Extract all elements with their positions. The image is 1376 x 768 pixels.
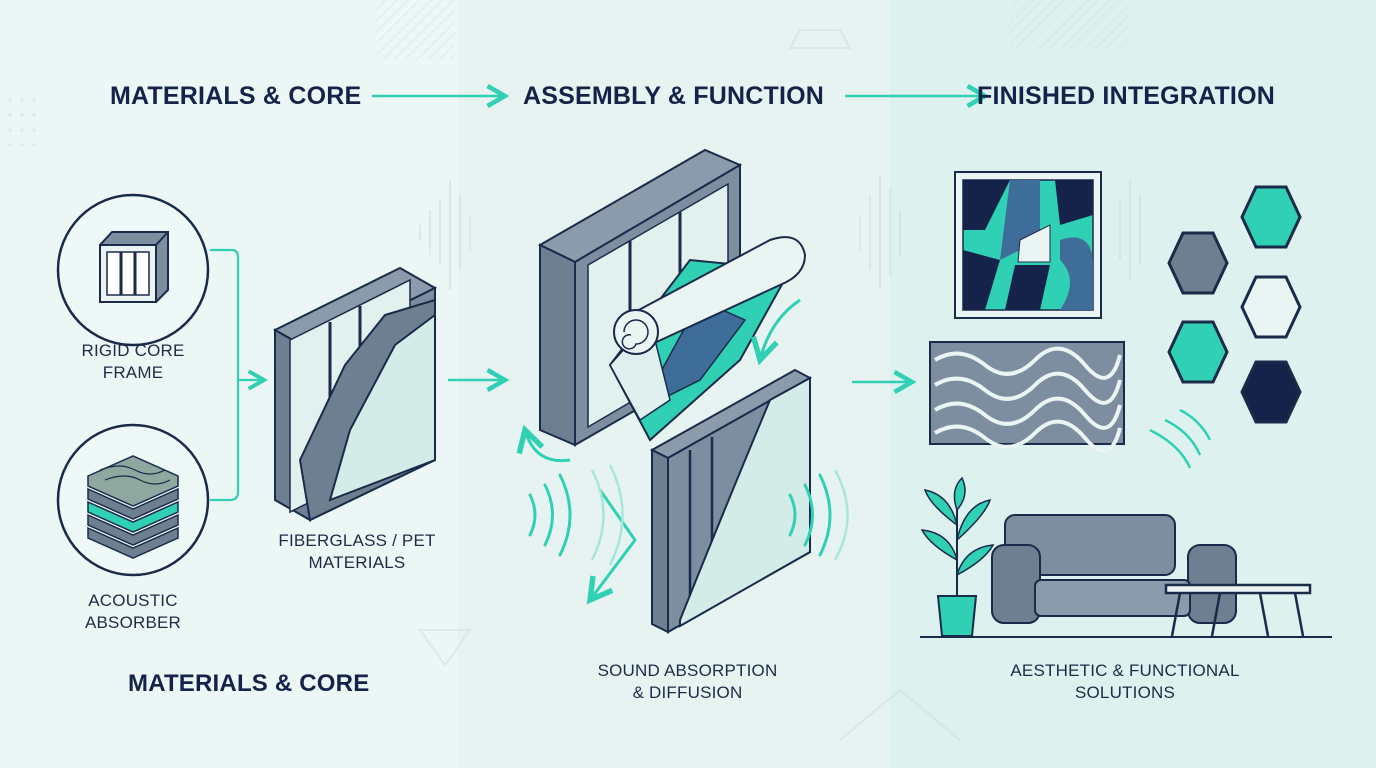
label-acoustic-absorber: ACOUSTIC ABSORBER: [84, 591, 182, 632]
heading-finished-integration: FINISHED INTEGRATION: [977, 82, 1275, 110]
hexagon-panel-icon: [1167, 185, 1302, 424]
fabric-roll-icon: [608, 236, 807, 442]
heading-assembly-function: ASSEMBLY & FUNCTION: [523, 82, 825, 110]
art-panel-icon: [954, 171, 1102, 319]
label-rigid-core-frame: RIGID CORE FRAME: [81, 341, 185, 382]
heading-materials-core: MATERIALS & CORE: [110, 82, 362, 110]
background-decoration: [8, 0, 1141, 741]
label-sound-absorption: SOUND ABSORPTION & DIFFUSION: [597, 661, 778, 702]
absorber-layers-icon: [56, 423, 210, 577]
assembly-panel-icon: [649, 368, 813, 634]
caption-materials-core: MATERIALS & CORE: [128, 670, 370, 697]
plant-icon: [920, 476, 995, 637]
sound-wave-icon: [528, 473, 832, 605]
label-aesthetic-solutions: AESTHETIC & FUNCTIONAL SOLUTIONS: [1010, 661, 1240, 702]
wave-panel-icon: [929, 341, 1125, 453]
table-icon: [1164, 583, 1312, 637]
frame-icon: [56, 193, 210, 347]
sofa-icon: [991, 514, 1237, 624]
label-fiberglass-materials: FIBERGLASS / PET MATERIALS: [278, 531, 436, 572]
panel-cutaway-icon: [272, 266, 438, 522]
